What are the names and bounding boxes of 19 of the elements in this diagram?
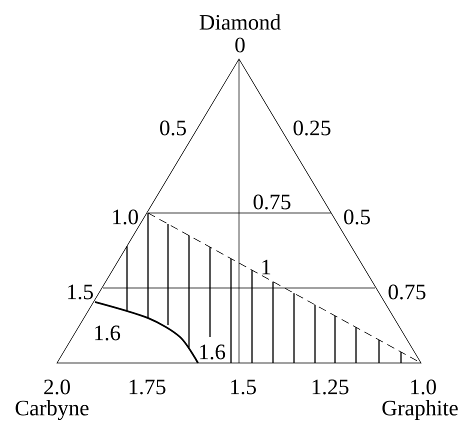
region-label: 1 (262, 260, 270, 274)
vertex-label: Graphite (382, 400, 458, 420)
region-label: 1.6 (200, 344, 226, 360)
tick-label: 2.0 (44, 380, 70, 394)
tick-label: 1.75 (130, 380, 166, 394)
tick-label: 1.0 (113, 210, 138, 224)
tick-label: 0.25 (294, 120, 330, 136)
tick-label: 1.5 (68, 284, 93, 300)
tick-label: 1.5 (231, 380, 256, 394)
tick-label: 1.25 (312, 380, 348, 394)
tick-label: 1.0 (411, 380, 436, 394)
tick-label: 0.75 (254, 194, 290, 210)
tick-label: 0.5 (344, 210, 370, 224)
region-label: 1.6 (95, 326, 120, 340)
vertex-label: Diamond (200, 14, 281, 30)
tick-label: 0 (235, 38, 245, 52)
vertex-label: Carbyne (16, 400, 88, 420)
tick-label: 0.5 (160, 120, 186, 136)
tick-label: 0.75 (388, 284, 426, 300)
